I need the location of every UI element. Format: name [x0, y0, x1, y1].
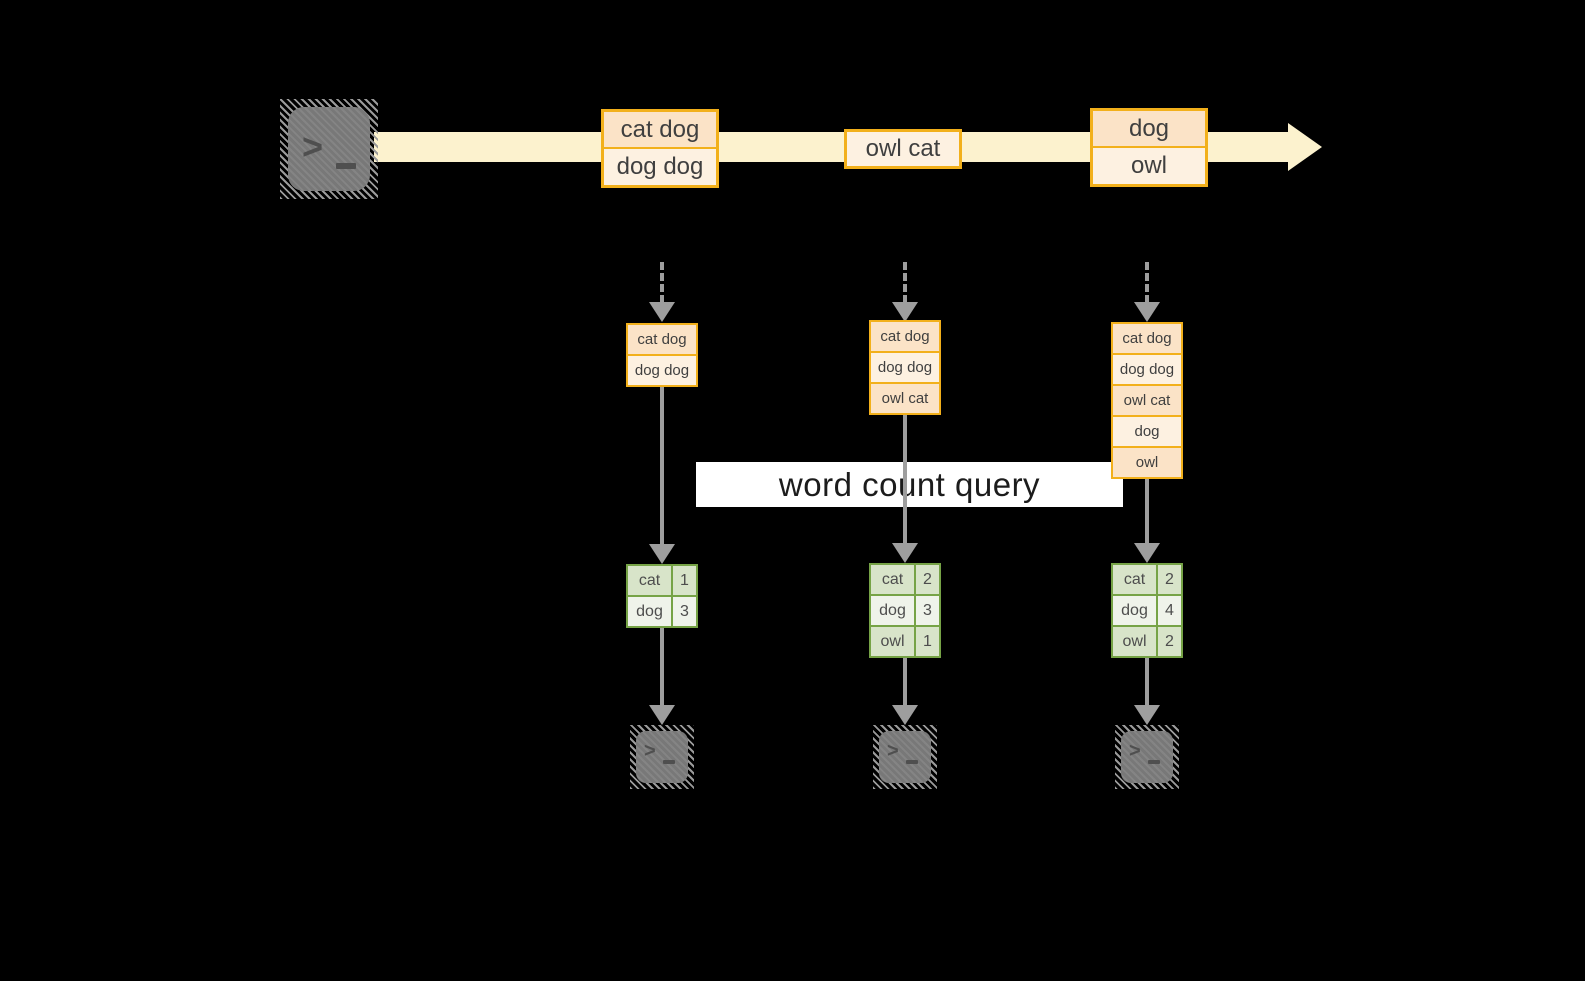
table-cell-word: dog: [628, 597, 671, 626]
table-cell-count: 1: [673, 566, 696, 595]
table-cell-word: dog: [871, 596, 914, 625]
terminal-cursor-icon: [663, 760, 675, 764]
dashed-arrow-line: [1145, 262, 1149, 303]
batch-record: dog dog: [1113, 355, 1181, 384]
table-cell-count: 3: [673, 597, 696, 626]
table-cell-count: 1: [916, 627, 939, 656]
arrowhead-icon: [892, 543, 918, 563]
table-cell-word: cat: [1113, 565, 1156, 594]
connector-line: [1145, 657, 1149, 705]
batch-record: cat dog: [1113, 324, 1181, 353]
dashed-arrowhead-icon: [1134, 302, 1160, 322]
connector-line: [903, 658, 907, 705]
table-cell-word: cat: [871, 565, 914, 594]
terminal-cursor-icon: [906, 760, 918, 764]
sink-terminal-icon-3: >: [1115, 725, 1179, 789]
terminal-screen: >: [1121, 731, 1173, 783]
stream-record: owl: [1093, 148, 1205, 184]
terminal-cursor-icon: [1148, 760, 1160, 764]
batch-record: dog: [1113, 417, 1181, 446]
dashed-arrowhead-icon: [892, 302, 918, 322]
word-count-query-banner: word count query: [696, 462, 1123, 507]
stream-arrowhead-icon: [1288, 123, 1322, 171]
terminal-prompt-icon: >: [644, 740, 656, 762]
arrowhead-icon: [892, 705, 918, 725]
dashed-arrow-line: [660, 262, 664, 303]
table-cell-count: 2: [1158, 565, 1181, 594]
word-count-table-1: cat 1 dog 3: [626, 564, 698, 628]
stream-box-3: dog owl: [1090, 108, 1208, 187]
batch-record: dog dog: [628, 356, 696, 385]
table-cell-word: owl: [1113, 627, 1156, 656]
microbatch-stack-3: cat dog dog dog owl cat dog owl: [1111, 322, 1183, 479]
table-cell-word: owl: [871, 627, 914, 656]
stream-box-2: owl cat: [844, 129, 962, 169]
arrowhead-icon: [649, 544, 675, 564]
table-cell-count: 2: [916, 565, 939, 594]
terminal-prompt-icon: >: [887, 740, 899, 762]
sink-terminal-icon-2: >: [873, 725, 937, 789]
terminal-cursor-icon: [336, 163, 356, 169]
connector-line: [660, 628, 664, 705]
stream-record: owl cat: [847, 132, 959, 166]
table-cell-word: dog: [1113, 596, 1156, 625]
word-count-table-2: cat 2 dog 3 owl 1: [869, 563, 941, 658]
connector-line: [660, 387, 664, 544]
microbatch-stack-2: cat dog dog dog owl cat: [869, 320, 941, 415]
terminal-prompt-icon: >: [302, 126, 324, 167]
word-count-table-3: cat 2 dog 4 owl 2: [1111, 563, 1183, 658]
batch-record: cat dog: [628, 325, 696, 354]
arrowhead-icon: [1134, 705, 1160, 725]
dashed-arrowhead-icon: [649, 302, 675, 322]
stream-record: cat dog: [604, 112, 716, 147]
arrowhead-icon: [1134, 543, 1160, 563]
table-cell-count: 4: [1158, 596, 1181, 625]
terminal-screen: >: [879, 731, 931, 783]
terminal-screen: >: [636, 731, 688, 783]
table-cell-count: 3: [916, 596, 939, 625]
batch-record: cat dog: [871, 322, 939, 351]
dashed-arrow-line: [903, 262, 907, 303]
batch-record: dog dog: [871, 353, 939, 382]
stream-box-1: cat dog dog dog: [601, 109, 719, 188]
table-cell-count: 2: [1158, 627, 1181, 656]
microbatch-stack-1: cat dog dog dog: [626, 323, 698, 387]
stream-record: dog dog: [604, 149, 716, 185]
connector-line: [1145, 479, 1149, 543]
source-terminal-icon: >: [280, 99, 378, 199]
batch-record: owl: [1113, 448, 1181, 477]
stream-record: dog: [1093, 111, 1205, 146]
query-label: word count query: [778, 465, 1041, 503]
batch-record: owl cat: [871, 384, 939, 413]
terminal-screen: >: [288, 107, 370, 191]
terminal-prompt-icon: >: [1129, 740, 1141, 762]
table-cell-word: cat: [628, 566, 671, 595]
connector-line: [903, 415, 907, 543]
sink-terminal-icon-1: >: [630, 725, 694, 789]
arrowhead-icon: [649, 705, 675, 725]
batch-record: owl cat: [1113, 386, 1181, 415]
